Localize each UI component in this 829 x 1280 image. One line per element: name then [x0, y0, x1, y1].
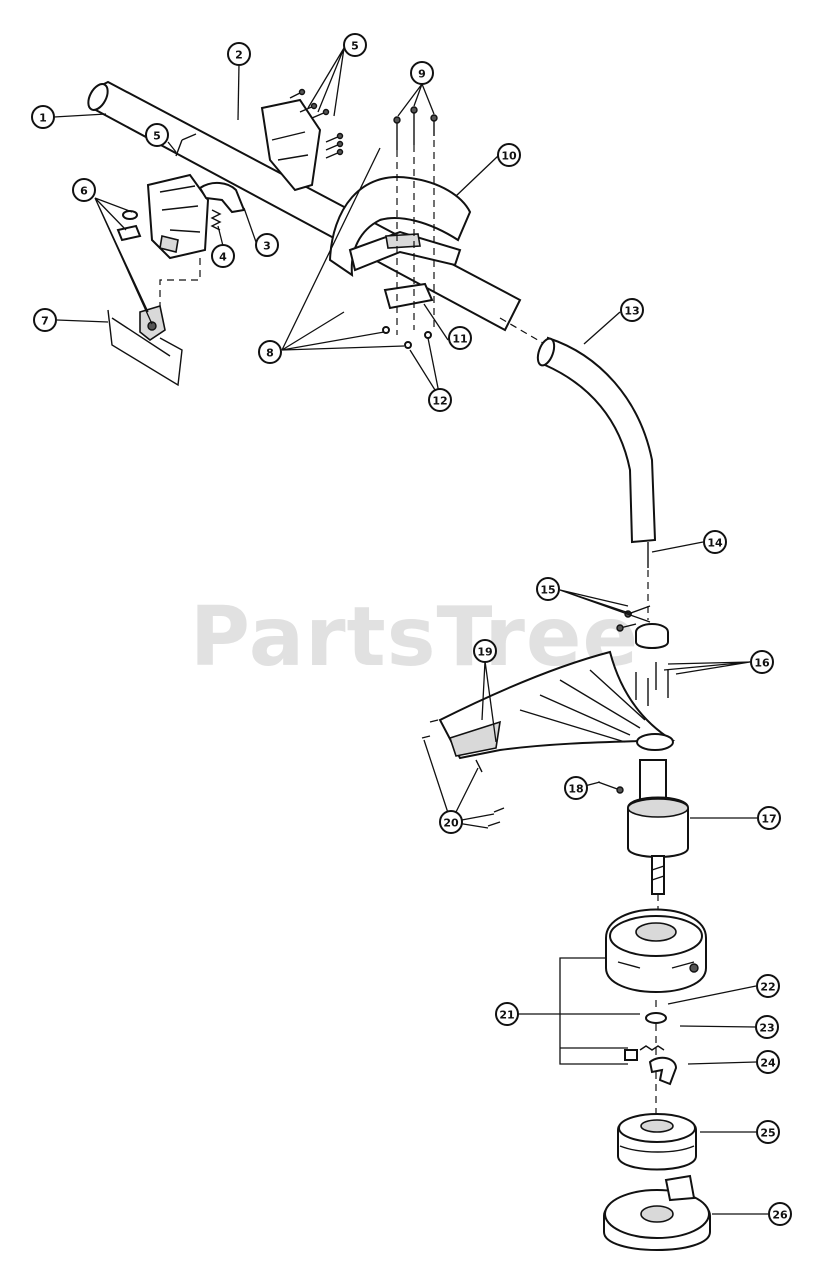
svg-text:23: 23: [759, 1022, 774, 1035]
svg-text:3: 3: [263, 240, 271, 253]
bolts-part-9: [393, 106, 438, 150]
upper-handle-clamp[interactable]: [260, 98, 322, 192]
callout-1: 1: [31, 105, 55, 129]
leader-lines: [53, 47, 768, 1215]
callout-11: 11: [448, 326, 472, 350]
callout-8: 8: [258, 340, 282, 364]
eyelet-part-24: [648, 1056, 678, 1086]
lower-curved-shaft[interactable]: [535, 336, 657, 544]
svg-text:1: 1: [39, 112, 47, 125]
callout-23: 23: [755, 1015, 779, 1039]
svg-text:19: 19: [477, 646, 492, 659]
svg-text:17: 17: [761, 813, 776, 826]
screw-part-18: [597, 781, 624, 794]
svg-text:14: 14: [707, 537, 723, 550]
svg-text:8: 8: [266, 347, 274, 360]
callout-24: 24: [756, 1050, 780, 1074]
svg-text:11: 11: [452, 333, 467, 346]
svg-text:2: 2: [235, 49, 243, 62]
throttle-cable-part-7[interactable]: [107, 304, 183, 387]
gear-head-housing[interactable]: [627, 759, 689, 895]
callout-25: 25: [756, 1120, 780, 1144]
svg-text:10: 10: [501, 150, 517, 163]
spring-part-23: [624, 1045, 665, 1061]
screws-part-20: [421, 719, 505, 827]
svg-text:21: 21: [499, 1009, 514, 1022]
svg-text:5: 5: [153, 130, 161, 143]
callout-17: 17: [757, 806, 781, 830]
washer-part-22: [645, 1012, 667, 1024]
svg-text:16: 16: [754, 657, 770, 670]
throttle-housing[interactable]: [146, 173, 210, 260]
nuts-part-12: [382, 326, 432, 349]
callout-20: 20: [439, 810, 463, 834]
callout-6: 6: [72, 178, 96, 202]
svg-text:6: 6: [80, 185, 88, 198]
callout-10: 10: [497, 143, 521, 167]
svg-text:13: 13: [624, 305, 639, 318]
line-spool[interactable]: [617, 1113, 697, 1171]
callout-9: 9: [410, 61, 434, 85]
callout-5-upper: 5: [343, 33, 367, 57]
spring-part-4: [210, 209, 222, 231]
svg-text:20: 20: [443, 817, 459, 830]
callout-4: 4: [211, 244, 235, 268]
callout-14: 14: [703, 530, 727, 554]
screws-part-5: [289, 88, 344, 159]
callout-13: 13: [620, 298, 644, 322]
screws-part-16: [635, 662, 669, 706]
drive-shaft-tube[interactable]: [84, 80, 522, 332]
callout-7: 7: [33, 308, 57, 332]
callout-3: 3: [255, 233, 279, 257]
callout-19: 19: [473, 639, 497, 663]
svg-text:7: 7: [41, 315, 49, 328]
svg-text:25: 25: [760, 1127, 775, 1140]
callout-26: 26: [768, 1202, 792, 1226]
svg-text:26: 26: [772, 1209, 788, 1222]
callout-21: 21: [495, 1002, 519, 1026]
svg-text:9: 9: [418, 68, 426, 81]
trimmer-head-hub[interactable]: [605, 908, 707, 993]
svg-text:22: 22: [760, 981, 775, 994]
callout-12: 12: [428, 388, 452, 412]
callout-15: 15: [536, 577, 560, 601]
callout-16: 16: [750, 650, 774, 674]
svg-text:24: 24: [760, 1057, 776, 1070]
throttle-trigger[interactable]: [198, 182, 246, 214]
svg-text:15: 15: [540, 584, 555, 597]
svg-text:18: 18: [568, 783, 583, 796]
callout-2: 2: [227, 42, 251, 66]
svg-text:4: 4: [219, 251, 227, 264]
callout-18: 18: [564, 776, 588, 800]
svg-text:5: 5: [351, 40, 359, 53]
callout-22: 22: [756, 974, 780, 998]
handle-clamp-part-11[interactable]: [383, 282, 434, 310]
svg-text:12: 12: [432, 395, 447, 408]
spool-cover[interactable]: [603, 1174, 711, 1251]
grass-deflector-shield[interactable]: [438, 650, 676, 760]
washers-part-6: [116, 210, 142, 242]
callout-5-lower: 5: [145, 123, 169, 147]
